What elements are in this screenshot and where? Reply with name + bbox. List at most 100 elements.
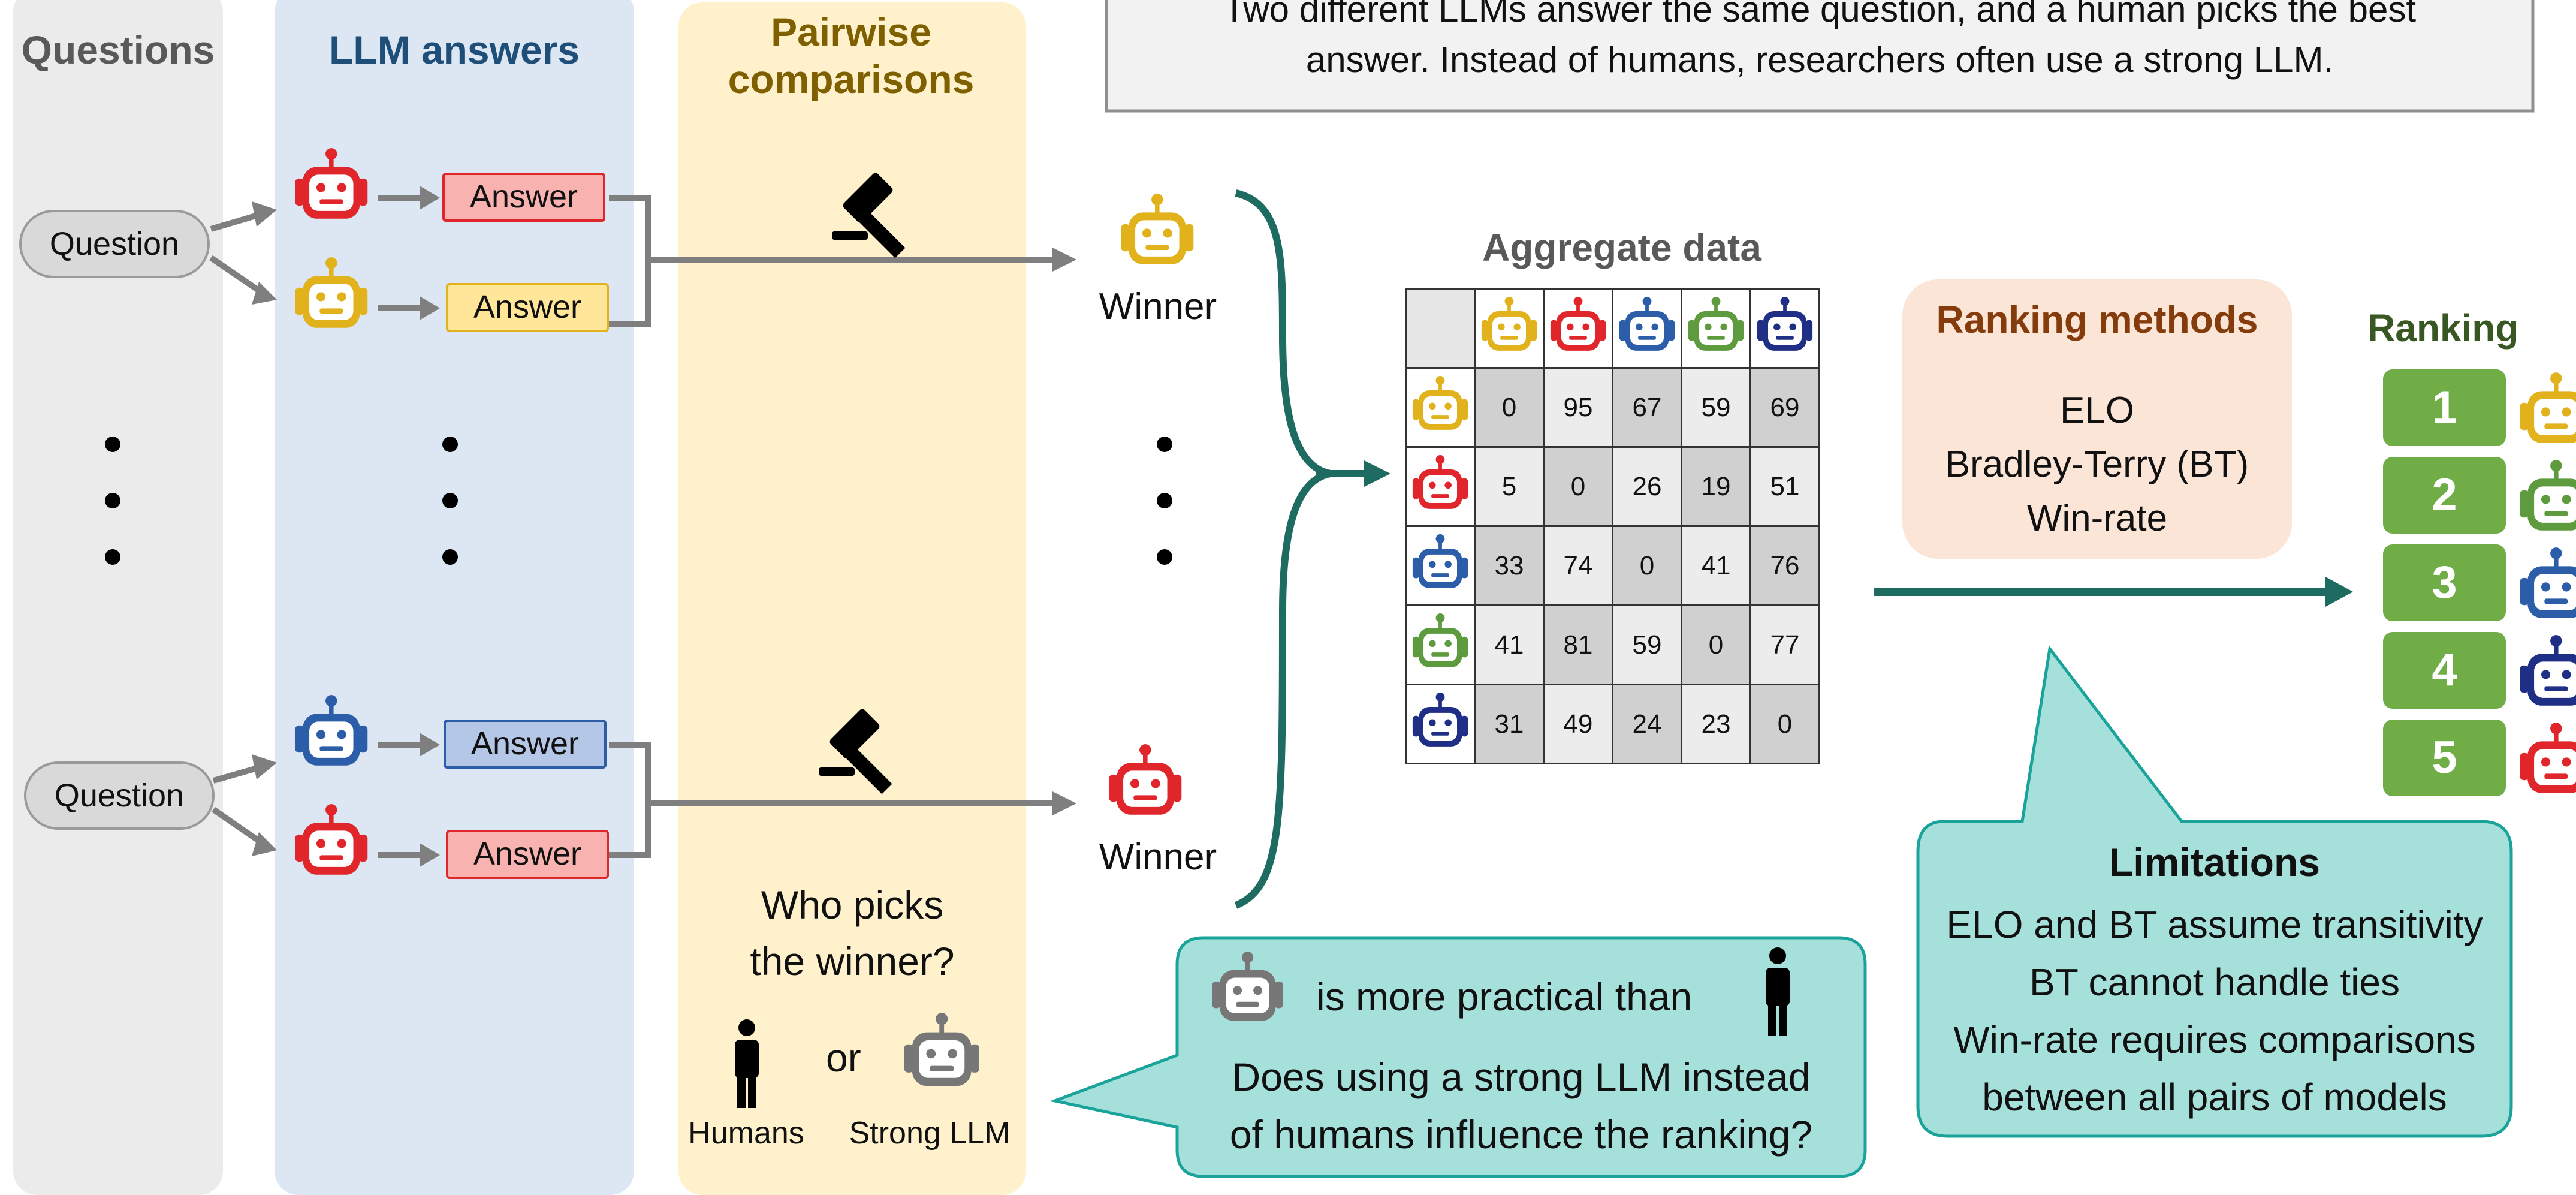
yellow-robot-icon [1476, 290, 1543, 360]
who-picks-line2: the winner? [750, 939, 955, 983]
matrix-row-header [1405, 684, 1476, 764]
practical-line1: is more practical than [1316, 974, 1693, 1019]
answer-box-blue: Answer [444, 720, 607, 769]
ellipsis-dot [105, 549, 120, 565]
matrix-cell: 81 [1543, 604, 1613, 685]
red-robot-icon [1545, 290, 1612, 360]
questions-title: Questions [21, 28, 215, 72]
matrix-cell: 23 [1681, 684, 1751, 764]
limitations-title: Limitations [2109, 840, 2320, 884]
questions-column-bg [13, 0, 223, 1195]
answer-box-red: Answer [442, 173, 605, 222]
question-pill: Question [19, 210, 210, 278]
matrix-cell: 51 [1749, 446, 1820, 527]
matrix-cell: 24 [1612, 684, 1682, 764]
method-bradley-terry: Bradley-Terry (BT) [1945, 444, 2249, 485]
rank-position-box: 3 [2383, 544, 2506, 621]
limitation-item: between all pairs of models [1982, 1076, 2447, 1119]
rank-blue-icon [2520, 547, 2576, 618]
arrowheads-gray [252, 186, 1076, 867]
matrix-cell: 67 [1612, 367, 1682, 448]
matrix-row-header [1405, 446, 1476, 527]
llm-answers-title: LLM answers [328, 28, 580, 72]
strong-llm-label: Strong LLM [849, 1116, 1011, 1151]
method-win-rate: Win-rate [2026, 498, 2168, 539]
green-robot-icon [1407, 606, 1474, 677]
limitation-item: ELO and BT assume transitivity [1946, 903, 2483, 946]
top-note-line1: Two different LLMs answer the same quest… [1223, 0, 2417, 29]
method-elo: ELO [2059, 390, 2135, 431]
question-arrows [209, 195, 1055, 858]
ellipsis-dot [1157, 549, 1172, 565]
matrix-cell: 0 [1749, 684, 1820, 764]
top-note: Two different LLMs answer the same quest… [1106, 0, 2533, 85]
matrix-col-header [1543, 288, 1613, 369]
or-label: or [826, 1036, 861, 1080]
red-robot-icon [1407, 448, 1474, 519]
matrix-cell: 41 [1474, 604, 1545, 685]
matrix-cell: 19 [1681, 446, 1751, 527]
question-pill: Question [24, 761, 215, 830]
matrix-col-header [1681, 288, 1751, 369]
winner-red-icon [1109, 744, 1181, 815]
matrix-cell: 69 [1749, 367, 1820, 448]
matrix-cell: 31 [1474, 684, 1545, 764]
ranking-methods-box [1902, 279, 2292, 559]
rank-position-box: 5 [2383, 720, 2506, 796]
person-icon [735, 1019, 759, 1108]
matrix-cell: 0 [1543, 446, 1613, 527]
humans-label: Humans [688, 1116, 804, 1151]
who-picks-line1: Who picks [761, 883, 944, 927]
ranking-title: Ranking [2367, 306, 2519, 350]
ellipsis-dot [1157, 437, 1172, 452]
limitations-list: ELO and BT assume transitivity BT cannot… [1918, 896, 2511, 1126]
matrix-row-header [1405, 525, 1476, 606]
gavel-icon [819, 709, 892, 794]
matrix-col-header [1749, 288, 1820, 369]
rank-green-icon [2520, 460, 2576, 531]
matrix-cell: 95 [1543, 367, 1613, 448]
aggregate-brace [1234, 189, 1332, 909]
winner-label: Winner [1099, 286, 1217, 327]
ranking-methods-title: Ranking methods [1936, 298, 2258, 341]
limitation-item: BT cannot handle ties [2029, 961, 2400, 1004]
practical-question: Does using a strong LLM instead of human… [1177, 1048, 1865, 1163]
winner-label: Winner [1099, 836, 1217, 878]
rank-position-box: 4 [2383, 632, 2506, 709]
matrix-cell: 0 [1612, 525, 1682, 606]
navy-robot-icon [1407, 685, 1474, 756]
gavel-icon [832, 173, 906, 258]
blue-robot-icon [1613, 290, 1681, 360]
ranking-arrowhead [2325, 577, 2353, 607]
aggregate-title: Aggregate data [1482, 226, 1761, 269]
navy-robot-icon [1751, 290, 1818, 360]
who-picks-question: Who picks the winner? [678, 877, 1026, 989]
matrix-cell: 59 [1681, 367, 1751, 448]
rank-position-box: 1 [2383, 369, 2506, 446]
rank-position-box: 2 [2383, 457, 2506, 534]
limitations-callout [1916, 645, 2513, 1138]
winner-yellow-icon [1121, 194, 1193, 264]
ellipsis-dot [442, 437, 458, 452]
matrix-cell: 41 [1681, 525, 1751, 606]
ranking-methods-list: ELO Bradley-Terry (BT) Win-rate [1902, 384, 2292, 546]
matrix-cell: 77 [1749, 604, 1820, 685]
matrix-cell: 49 [1543, 684, 1613, 764]
matrix-cell: 76 [1749, 525, 1820, 606]
ellipsis-dot [442, 549, 458, 565]
yellow-robot-icon [1407, 369, 1474, 440]
ellipsis-dot [105, 437, 120, 452]
matrix-col-header [1612, 288, 1682, 369]
matrix-col-header [1474, 288, 1545, 369]
brace-arrowhead [1364, 460, 1390, 487]
pairwise-comparisons-title: Pairwise comparisons [728, 10, 975, 102]
matrix-cell: 59 [1612, 604, 1682, 685]
matrix-cell: 5 [1474, 446, 1545, 527]
ellipsis-dot [442, 493, 458, 508]
matrix-corner [1405, 288, 1476, 369]
